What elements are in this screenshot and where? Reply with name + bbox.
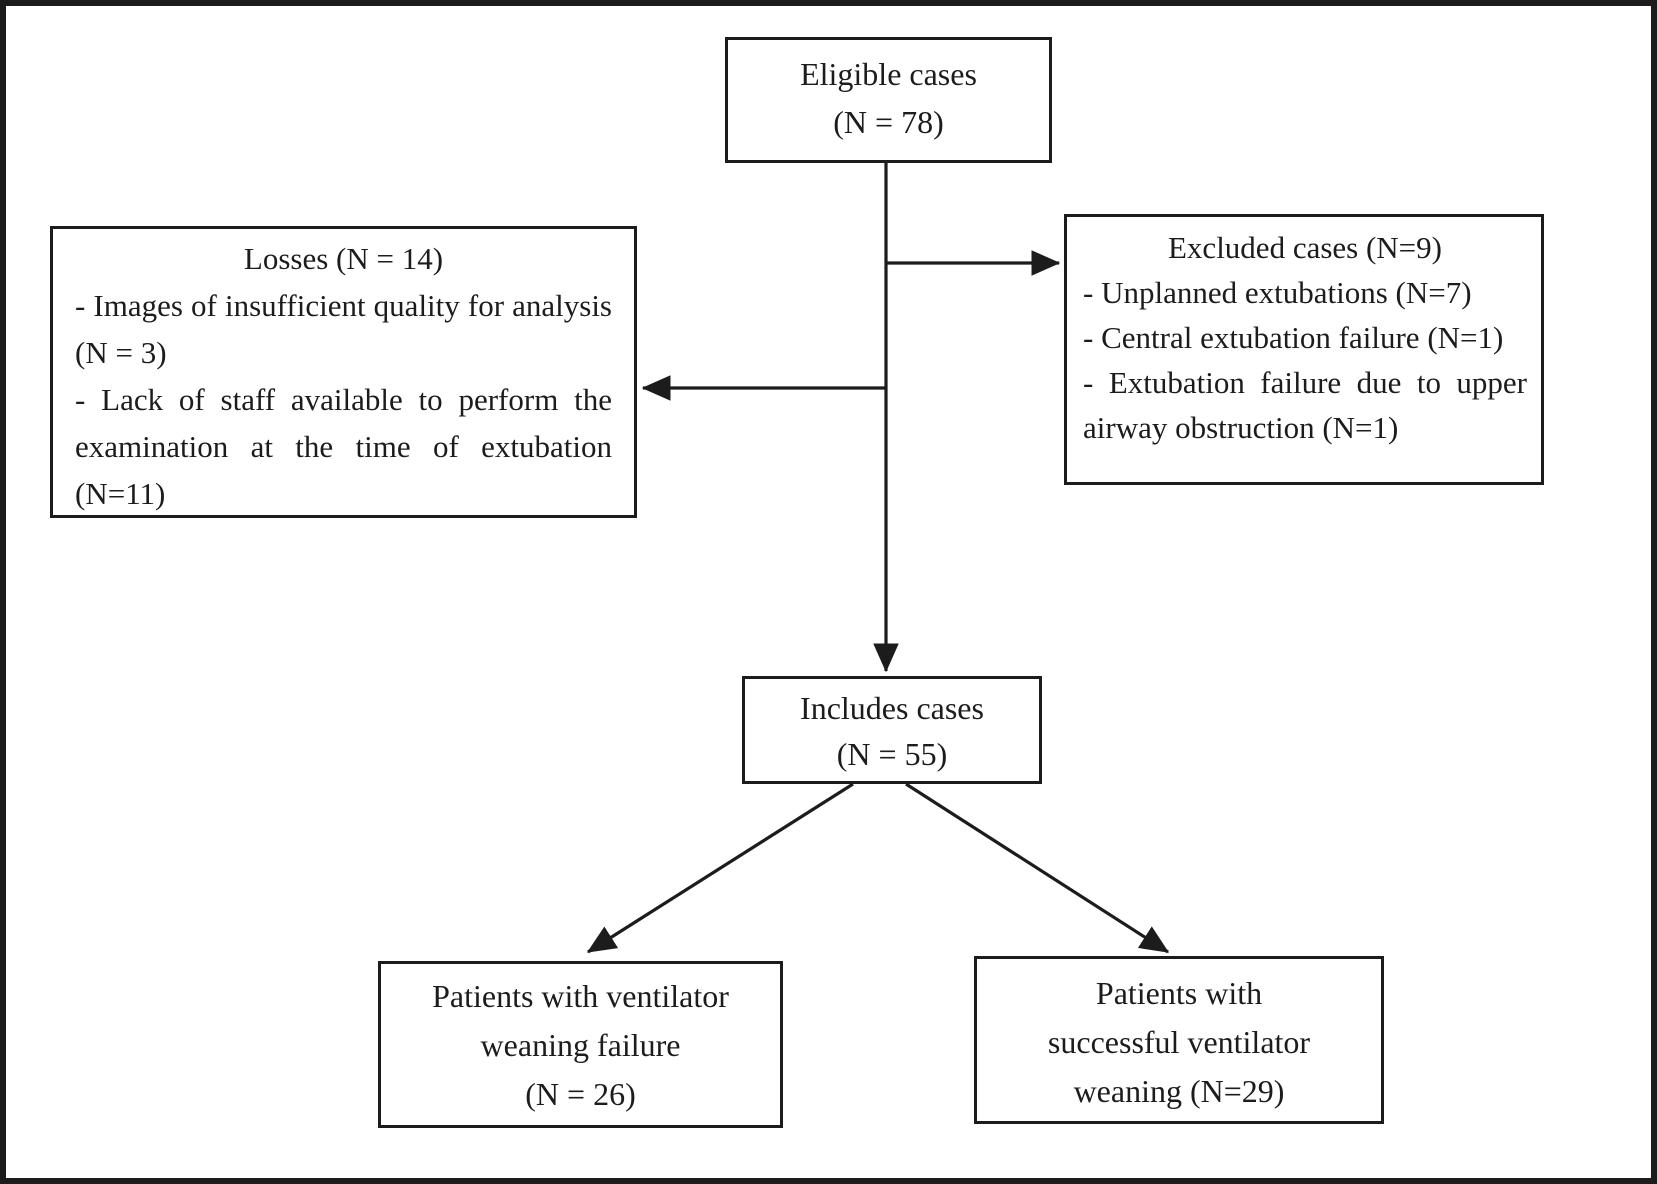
excluded-cases-title: Excluded cases (N=9): [1168, 230, 1442, 265]
losses-item-insufficient-quality: - Images of insufficient quality for ana…: [75, 288, 612, 370]
weaning-success-line1: Patients with: [1095, 975, 1263, 1011]
losses-title: Losses (N = 14): [243, 241, 444, 276]
arrow-diagonal-to-failure: [586, 782, 854, 954]
node-eligible-cases: Eligible cases (N = 78): [725, 37, 1052, 163]
eligible-cases-label: Eligible cases: [800, 56, 977, 92]
weaning-failure-line2: weaning failure: [480, 1027, 681, 1063]
includes-cases-count: (N = 55): [836, 736, 948, 772]
losses-item-lack-of-staff: - Lack of staff available to perform the…: [75, 382, 612, 511]
node-losses: Losses (N = 14) - Images of insufficient…: [50, 226, 637, 518]
excluded-item-upper-airway-obstruction: - Extubation failure due to upper airway…: [1083, 365, 1527, 445]
connector-arrows: [586, 163, 1170, 954]
node-includes-cases: Includes cases (N = 55): [742, 676, 1042, 784]
node-excluded-cases: Excluded cases (N=9) - Unplanned extubat…: [1064, 214, 1544, 485]
weaning-success-count: weaning (N=29): [1073, 1073, 1285, 1109]
weaning-failure-line1: Patients with ventilator: [432, 978, 729, 1014]
weaning-failure-count: (N = 26): [525, 1076, 636, 1112]
includes-cases-label: Includes cases: [800, 690, 984, 726]
excluded-item-unplanned-extubations: - Unplanned extubations (N=7): [1083, 275, 1472, 310]
node-successful-ventilator-weaning: Patients with successful ventilator wean…: [974, 956, 1384, 1124]
excluded-item-central-extubation-failure: - Central extubation failure (N=1): [1083, 320, 1504, 355]
weaning-success-line2: successful ventilator: [1047, 1024, 1311, 1060]
arrow-diagonal-to-success: [905, 782, 1170, 954]
node-ventilator-weaning-failure: Patients with ventilator weaning failure…: [378, 961, 783, 1128]
eligible-cases-count: (N = 78): [833, 104, 944, 140]
